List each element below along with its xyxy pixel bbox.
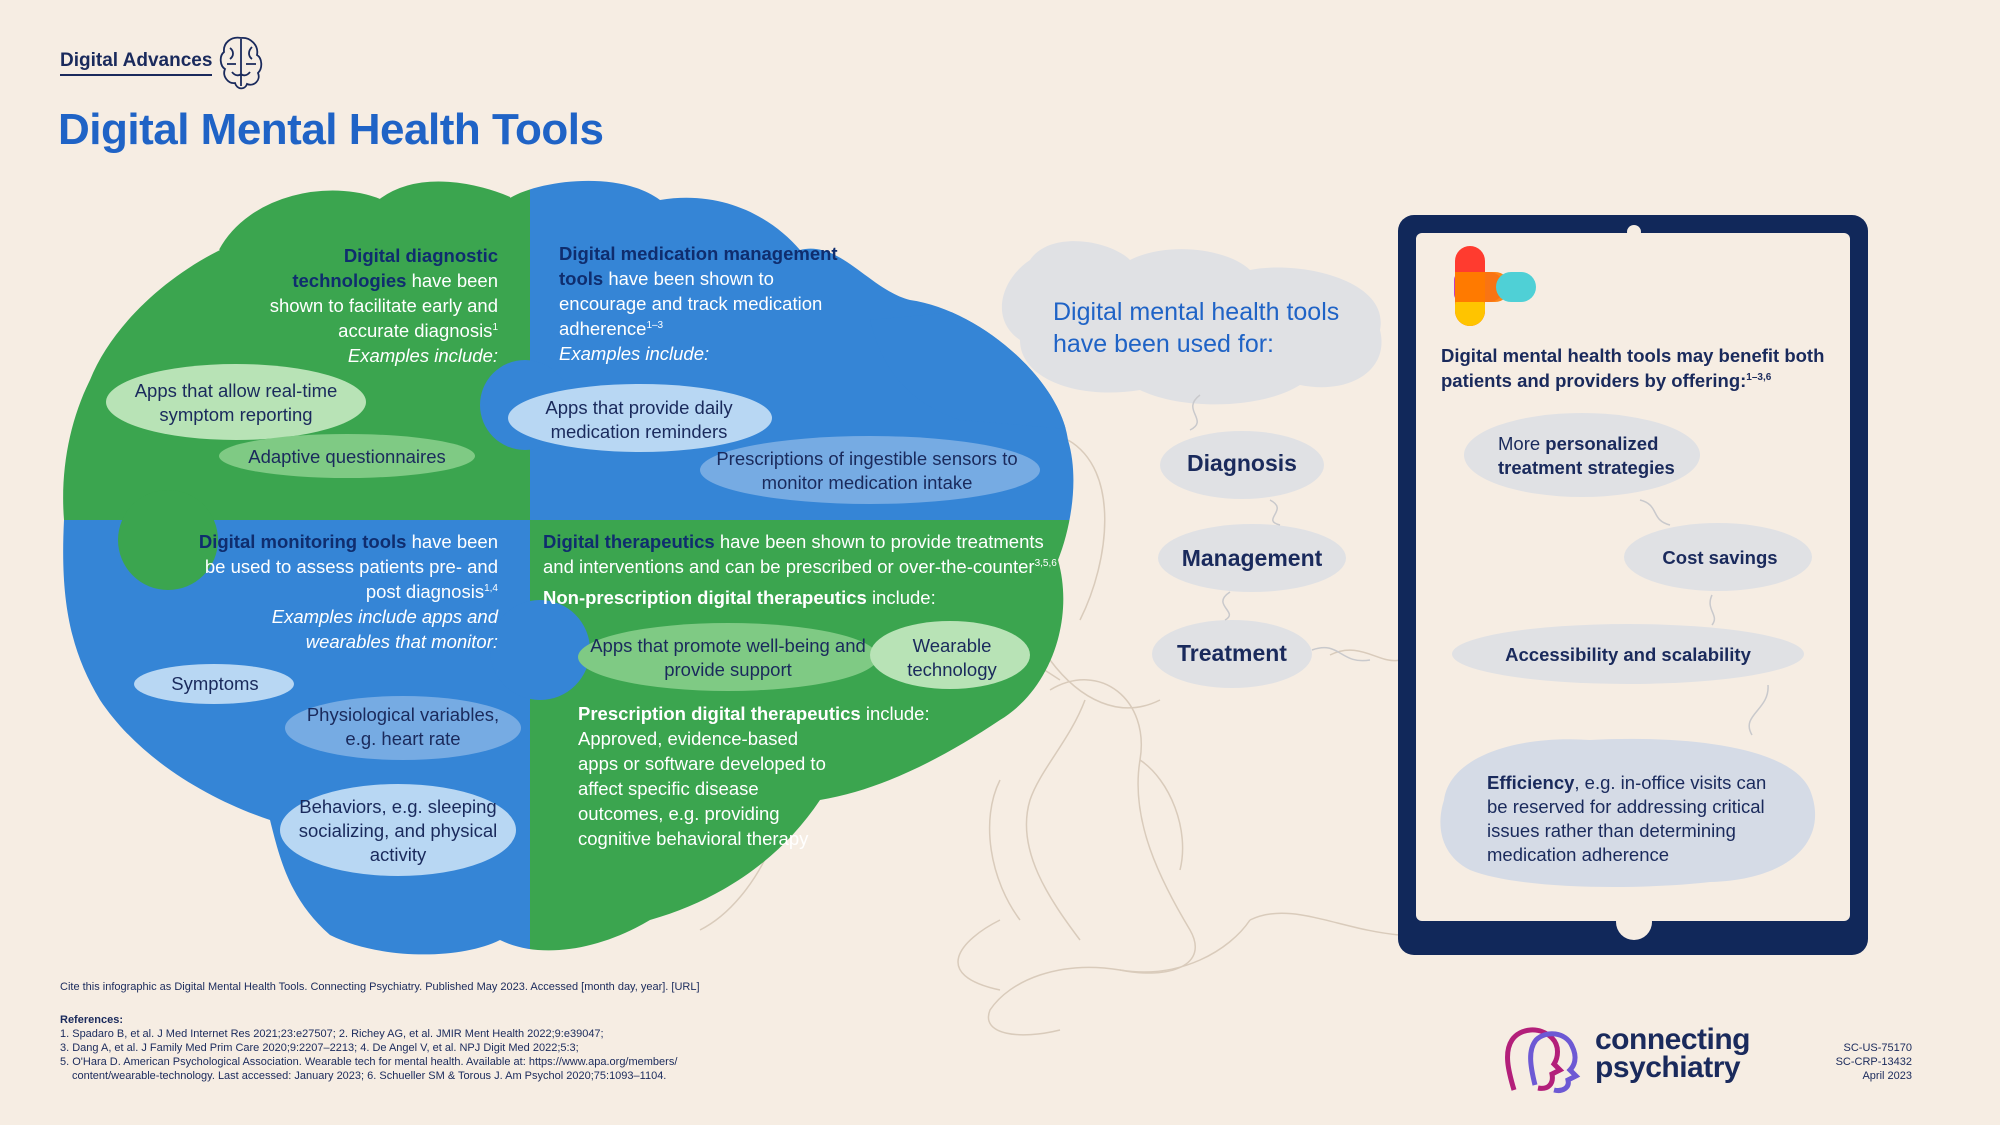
connecting-psychiatry-logo-icon	[1505, 1027, 1581, 1093]
monitoring-text: Digital monitoring tools have been be us…	[196, 529, 498, 654]
health-cross-icon	[1454, 246, 1536, 326]
nonrx-example-2: Wearable technology	[907, 635, 997, 680]
references-heading: References:	[60, 1014, 123, 1026]
used-for-clouds	[1001, 241, 1382, 688]
medication-heading: Digital medication management tools	[559, 243, 838, 289]
benefit-clouds	[1440, 413, 1816, 887]
therapeutics-body: have been shown to provide treatments an…	[543, 531, 1044, 577]
monitoring-heading: Digital monitoring tools	[198, 531, 407, 552]
diagnostic-text: Digital diagnostic technologies have bee…	[240, 243, 498, 368]
medication-text: Digital medication management tools have…	[559, 241, 849, 366]
nonrx-line: Non-prescription digital therapeutics in…	[543, 587, 936, 608]
diagnostic-example-1: Apps that allow real-time symptom report…	[134, 380, 338, 425]
therapeutics-heading: Digital therapeutics	[543, 531, 715, 552]
used-for-treatment: Treatment	[1177, 640, 1287, 666]
used-for-management: Management	[1181, 545, 1323, 571]
brain-bubbles	[106, 364, 1040, 876]
connecting-psychiatry-logo: connecting psychiatry	[1595, 1023, 1751, 1084]
medication-examples-label: Examples include:	[559, 343, 710, 364]
rx-heading: Prescription digital therapeutics	[578, 703, 861, 724]
benefit-accessibility: Accessibility and scalability	[1505, 644, 1751, 665]
rx-body: Approved, evidence-based apps or softwar…	[578, 728, 826, 849]
medication-example-1: Apps that provide daily medication remin…	[545, 397, 733, 442]
therapeutics-text: Digital therapeutics have been shown to …	[543, 529, 1063, 610]
reference-line: 1. Spadaro B, et al. J Med Internet Res …	[60, 1028, 604, 1040]
nonrx-example-1: Apps that promote well-being and provide…	[590, 635, 866, 680]
diagnostic-example-2: Adaptive questionnaires	[248, 446, 446, 467]
monitoring-example-1: Symptoms	[171, 673, 259, 694]
tablet-intro: Digital mental health tools may benefit …	[1441, 345, 1825, 391]
used-for-diagnosis: Diagnosis	[1187, 450, 1297, 476]
medication-body: have been shown to encourage and track m…	[559, 268, 823, 339]
rx-text: Prescription digital therapeutics includ…	[578, 703, 930, 849]
reference-line: 3. Dang A, et al. J Family Med Prim Care…	[60, 1042, 579, 1054]
reference-line: 5. O'Hara D. American Psychological Asso…	[60, 1056, 678, 1068]
benefit-efficiency: Efficiency, e.g. in-office visits can be…	[1487, 772, 1767, 865]
reference-line: content/wearable-technology. Last access…	[72, 1070, 667, 1082]
monitoring-example-3: Behaviors, e.g. sleeping socializing, an…	[298, 796, 498, 865]
nonrx-heading: Non-prescription digital therapeutics	[543, 587, 867, 608]
diagnostic-body: have been shown to facilitate early and …	[269, 270, 498, 341]
diagnostic-heading: Digital diagnostic technologies	[292, 245, 498, 291]
page-title: Digital Mental Health Tools	[58, 105, 604, 154]
monitoring-examples-label: Examples include apps and wearables that…	[271, 606, 498, 652]
medication-example-2: Prescriptions of ingestible sensors to m…	[716, 448, 1018, 493]
used-for-heading: Digital mental health tools have been us…	[1053, 298, 1340, 358]
references: References: 1. Spadaro B, et al. J Med I…	[60, 1013, 780, 1083]
benefit-personalized: More personalized treatment strategies	[1498, 433, 1675, 478]
benefit-cost-savings: Cost savings	[1662, 547, 1778, 568]
citation: Cite this infographic as Digital Mental …	[60, 981, 700, 993]
monitoring-body: have been be used to assess patients pre…	[204, 531, 498, 602]
series-tag: Digital Advances	[60, 50, 213, 76]
brain-icon	[219, 36, 263, 90]
diagnostic-examples-label: Examples include:	[347, 345, 498, 366]
document-codes: SC-US-75170 SC-CRP-13432 April 2023	[1835, 1042, 1912, 1082]
monitoring-example-2: Physiological variables, e.g. heart rate	[306, 704, 500, 749]
